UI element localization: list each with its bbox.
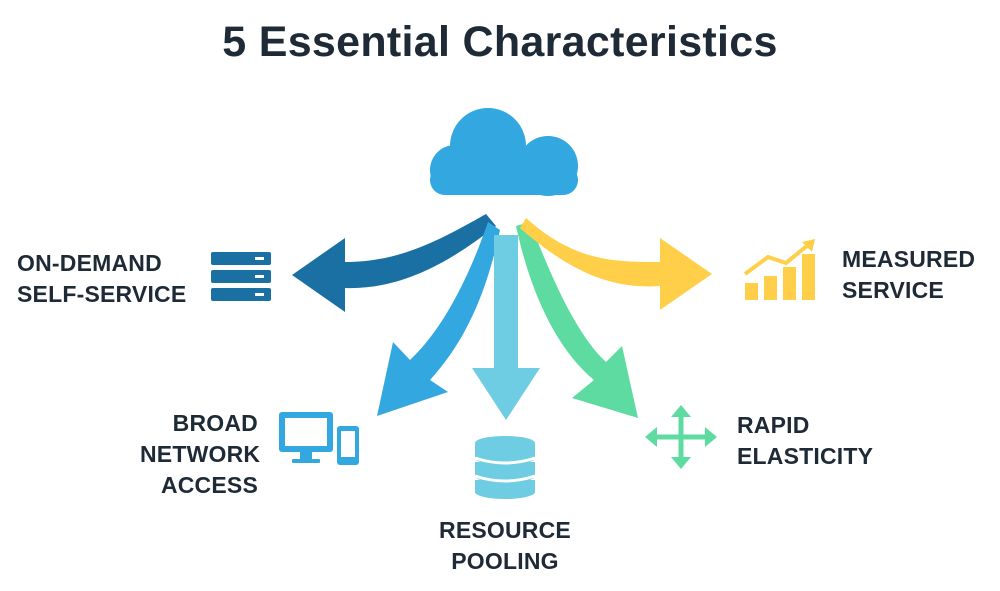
label-on-demand-self-service: ON-DEMAND SELF-SERVICE (17, 248, 186, 310)
label-resource-pooling: RESOURCE POOLING (420, 515, 590, 577)
label-line: POOLING (451, 548, 559, 574)
database-icon (474, 436, 536, 499)
label-rapid-elasticity: RAPID ELASTICITY (737, 410, 873, 472)
arrow-rapid-elasticity (516, 222, 638, 418)
label-line: NETWORK (140, 441, 261, 467)
label-broad-network-access: BROAD NETWORK ACCESS (140, 408, 261, 501)
label-line: SERVICE (842, 277, 944, 303)
arrow-resource-pooling (472, 235, 540, 420)
label-measured-service: MEASURED SERVICE (842, 244, 975, 306)
label-line: RAPID (737, 412, 810, 438)
growth-chart-icon (743, 239, 815, 300)
devices-icon (279, 412, 359, 465)
server-rack-icon (211, 252, 271, 301)
label-line: ON-DEMAND (17, 250, 162, 276)
page-title: 5 Essential Characteristics (222, 18, 778, 66)
arrow-broad-network (377, 222, 500, 416)
label-line: MEASURED (842, 246, 976, 272)
label-line: RESOURCE (439, 517, 571, 543)
label-line: SELF-SERVICE (17, 281, 187, 307)
label-line: ELASTICITY (737, 443, 874, 469)
arrow-on-demand (292, 214, 496, 312)
four-arrows-icon (645, 405, 717, 469)
arrow-measured-service (520, 218, 712, 310)
label-line: BROAD (172, 410, 258, 436)
label-line: ACCESS (160, 472, 258, 498)
cloud-icon (430, 108, 578, 196)
